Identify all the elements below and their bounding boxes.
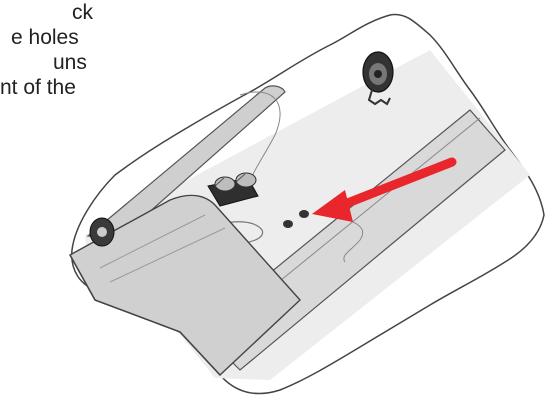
deck-hole	[299, 210, 309, 218]
deck-hole	[283, 220, 293, 228]
deck-eye-icon	[90, 218, 114, 246]
